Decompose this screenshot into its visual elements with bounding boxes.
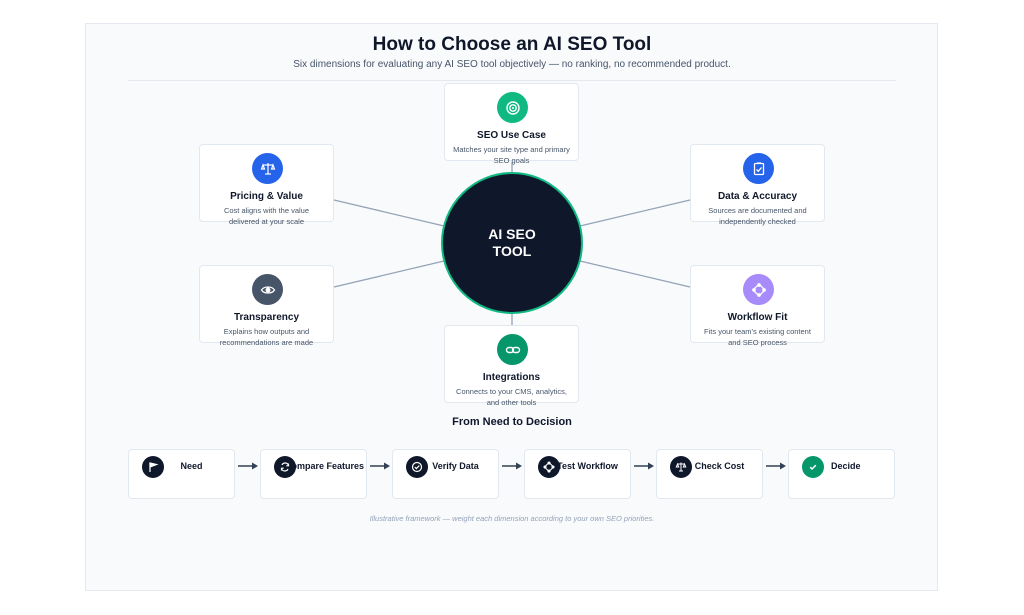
compare-icon: [274, 456, 296, 478]
card-title: Pricing & Value: [230, 191, 303, 202]
card-title: Transparency: [233, 312, 300, 323]
card-workflow-fit: Workflow Fit Fits your team's existing c…: [690, 265, 825, 347]
connector-workflow: [579, 260, 691, 288]
process-title: From Need to Decision: [452, 416, 572, 428]
step-label: Check Cost: [694, 461, 745, 471]
link-icon: [497, 334, 528, 365]
arrow-right-icon: [238, 462, 258, 470]
footnote: Illustrative framework — weight each dim…: [369, 514, 655, 523]
connector-data: [579, 199, 691, 227]
check-circle-icon: [406, 456, 428, 478]
card-title: Integrations: [482, 372, 541, 383]
step-label: Decide: [831, 461, 861, 471]
workflow-diamond-icon: [743, 274, 774, 305]
card-pricing-value: Pricing & Value Cost aligns with the val…: [199, 144, 334, 226]
arrow-right-icon: [370, 462, 390, 470]
card-title: Data & Accuracy: [717, 191, 798, 202]
step-label: Verify Data: [432, 461, 479, 471]
clipboard-check-icon: [743, 153, 774, 184]
step-test-workflow: Test Workflow: [524, 449, 631, 499]
arrow-right-icon: [766, 462, 786, 470]
scale-icon: [670, 456, 692, 478]
flag-icon: [142, 456, 164, 478]
target-icon: [497, 92, 528, 123]
connector-pricing: [333, 199, 445, 227]
card-title: SEO Use Case: [477, 130, 546, 141]
page-title: How to Choose an AI SEO Tool: [372, 34, 652, 55]
arrow-right-icon: [634, 462, 654, 470]
step-need: Need: [128, 449, 235, 499]
workflow-diamond-icon: [538, 456, 560, 478]
hub-label: AI SEO TOOL: [488, 226, 536, 259]
hub-node: AI SEO TOOL: [441, 172, 583, 314]
card-integrations: Integrations Connects to your CMS, analy…: [444, 325, 579, 407]
step-label: Compare Features: [285, 461, 365, 471]
scale-icon: [252, 153, 283, 184]
card-data-accuracy: Data & Accuracy Sources are documented a…: [690, 144, 825, 226]
card-description: Connects to your CMS, analytics, and oth…: [456, 387, 567, 407]
step-compare-features: Compare Features: [260, 449, 367, 499]
step-label: Test Workflow: [557, 461, 618, 471]
card-transparency: Transparency Explains how outputs and re…: [199, 265, 334, 347]
card-description: Explains how outputs and recommendations…: [219, 327, 314, 347]
step-verify-data: Verify Data: [392, 449, 499, 499]
step-check-cost: Check Cost: [656, 449, 763, 499]
connector-transparency: [333, 260, 445, 288]
title-divider: [128, 80, 896, 81]
card-description: Cost aligns with the value delivered at …: [223, 206, 310, 226]
arrow-right-icon: [502, 462, 522, 470]
step-label: Need: [180, 461, 203, 471]
card-description: Matches your site type and primary SEO g…: [453, 145, 570, 165]
card-seo-use-case: SEO Use Case Matches your site type and …: [444, 83, 579, 165]
card-description: Sources are documented and independently…: [708, 206, 807, 226]
card-title: Workflow Fit: [727, 312, 788, 323]
card-description: Fits your team's existing content and SE…: [704, 327, 811, 347]
page-subtitle: Six dimensions for evaluating any AI SEO…: [293, 59, 731, 70]
step-decide: Decide: [788, 449, 895, 499]
eye-icon: [252, 274, 283, 305]
check-icon: [802, 456, 824, 478]
